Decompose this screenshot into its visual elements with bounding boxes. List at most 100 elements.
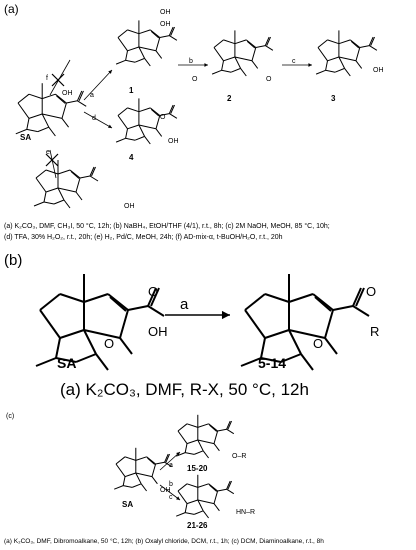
- skeleton-bond: [213, 430, 219, 444]
- panel-c-label: (c): [6, 413, 15, 420]
- skeleton-bond: [240, 357, 262, 367]
- carboxyl-oh-bond: [77, 100, 87, 107]
- skeleton-bond: [149, 107, 161, 116]
- skeleton-bond: [260, 337, 266, 359]
- reaction-arrow-head: [108, 124, 112, 128]
- skeleton-bond: [33, 201, 45, 207]
- carboxyl-bond: [66, 100, 78, 104]
- skeleton-double-bond: [209, 424, 218, 432]
- skeleton-bond: [186, 499, 198, 505]
- reaction-arrow-head: [308, 63, 312, 67]
- skeleton-bond: [127, 124, 140, 130]
- skeleton-bond: [230, 67, 241, 73]
- skeleton-bond: [28, 113, 43, 119]
- atom-label-c4-o: O: [160, 114, 166, 121]
- skeleton-bond: [124, 456, 136, 461]
- carboxyl-oh-bond: [226, 428, 235, 435]
- skeleton-bond: [138, 46, 157, 52]
- carbonyl-bond: [164, 453, 169, 463]
- skeleton-bond: [251, 47, 257, 61]
- skeleton-bond: [42, 113, 63, 119]
- skeleton-bond: [327, 56, 340, 62]
- skeleton-bond: [213, 490, 219, 504]
- ketone-bond: [48, 126, 56, 137]
- ketone-bond: [202, 510, 210, 519]
- ketone-bond: [344, 68, 351, 77]
- atom-label-sa-oh: OH: [62, 90, 73, 97]
- skeleton-bond: [197, 423, 209, 428]
- skeleton-bond: [234, 39, 247, 45]
- carbonyl-bond: [352, 287, 362, 307]
- methyl-bond: [155, 128, 163, 137]
- carboxyl-oh-bond: [147, 305, 165, 317]
- atom-label-b-o3: O: [366, 284, 377, 299]
- compound-1-label: 1: [129, 86, 134, 95]
- carbonyl-bond: [170, 26, 175, 36]
- skeleton-bond: [127, 29, 140, 35]
- carboxyl-bond: [255, 45, 266, 48]
- carbonyl-bond: [266, 36, 271, 46]
- atom-label-c4-oh: OH: [168, 138, 179, 145]
- skeleton-bond: [135, 472, 142, 485]
- skeleton-bond: [221, 69, 232, 73]
- skeleton-bond: [186, 439, 198, 445]
- skeleton-bond: [223, 39, 236, 45]
- skeleton-bond: [59, 329, 85, 339]
- skeleton-bond: [176, 452, 186, 457]
- carbonyl-bond: [89, 166, 95, 177]
- skeleton-bond: [115, 463, 126, 477]
- skeleton-bond: [75, 353, 97, 363]
- skeleton-bond: [15, 128, 27, 135]
- skeleton-bond: [119, 309, 129, 339]
- atom-label-c-or: O–R: [232, 453, 247, 460]
- skeleton-bond: [280, 353, 302, 363]
- skeleton-bond: [42, 93, 56, 100]
- carbonyl-bond: [165, 453, 171, 463]
- methyl-bond: [251, 60, 259, 69]
- skeleton-bond: [245, 39, 257, 48]
- skeleton-bond: [184, 503, 188, 513]
- skeleton-bond: [138, 124, 146, 137]
- arrow-label-c-a: a: [169, 462, 173, 469]
- atom-label-oh-1: OH: [160, 9, 171, 16]
- methyl-bond: [119, 337, 133, 355]
- skeleton-bond: [57, 169, 71, 175]
- skeleton-bond: [39, 293, 61, 311]
- skeleton-bond: [127, 107, 140, 113]
- skeleton-bond: [53, 199, 65, 205]
- skeleton-bond: [244, 293, 266, 311]
- skeleton-bond: [55, 357, 77, 363]
- arrow-label-b-a: a: [180, 296, 189, 313]
- methyl-bond: [75, 191, 83, 201]
- compound-4-label: 4: [129, 153, 134, 162]
- skeleton-bond: [134, 135, 145, 141]
- ketone-bond: [95, 353, 109, 371]
- skeleton-bond: [151, 463, 157, 477]
- atom-label-b-r: R: [370, 324, 380, 339]
- skeleton-bond: [17, 93, 30, 104]
- skeleton-bond: [75, 177, 81, 193]
- methyl-bond: [324, 337, 338, 355]
- skeleton-bond: [315, 69, 326, 75]
- skeleton-bond: [264, 293, 290, 303]
- compound-15-20-label: 15-20: [187, 464, 208, 473]
- skeleton-bond: [115, 137, 126, 143]
- ketone-bond: [144, 58, 151, 67]
- skeleton-bond: [197, 439, 215, 445]
- skeleton-bond: [155, 115, 161, 129]
- skeleton-bond: [288, 329, 302, 355]
- reaction-arrow-head: [176, 496, 180, 500]
- skeleton-bond: [317, 47, 328, 62]
- skeleton-bond: [115, 456, 126, 465]
- skeleton-bond: [61, 102, 67, 119]
- skeleton-bond: [138, 29, 151, 35]
- compound-sa-label: SA: [20, 133, 32, 142]
- skeleton-bond: [17, 102, 30, 119]
- carboxyl-bond: [79, 175, 91, 179]
- carboxyl-oh-bond: [89, 175, 99, 182]
- skeleton-bond: [37, 126, 49, 133]
- skeleton-bond: [149, 29, 161, 38]
- reaction-arrow-head: [108, 70, 112, 74]
- reaction-arrow-shaft: [83, 69, 113, 101]
- carbonyl-bond: [170, 104, 175, 114]
